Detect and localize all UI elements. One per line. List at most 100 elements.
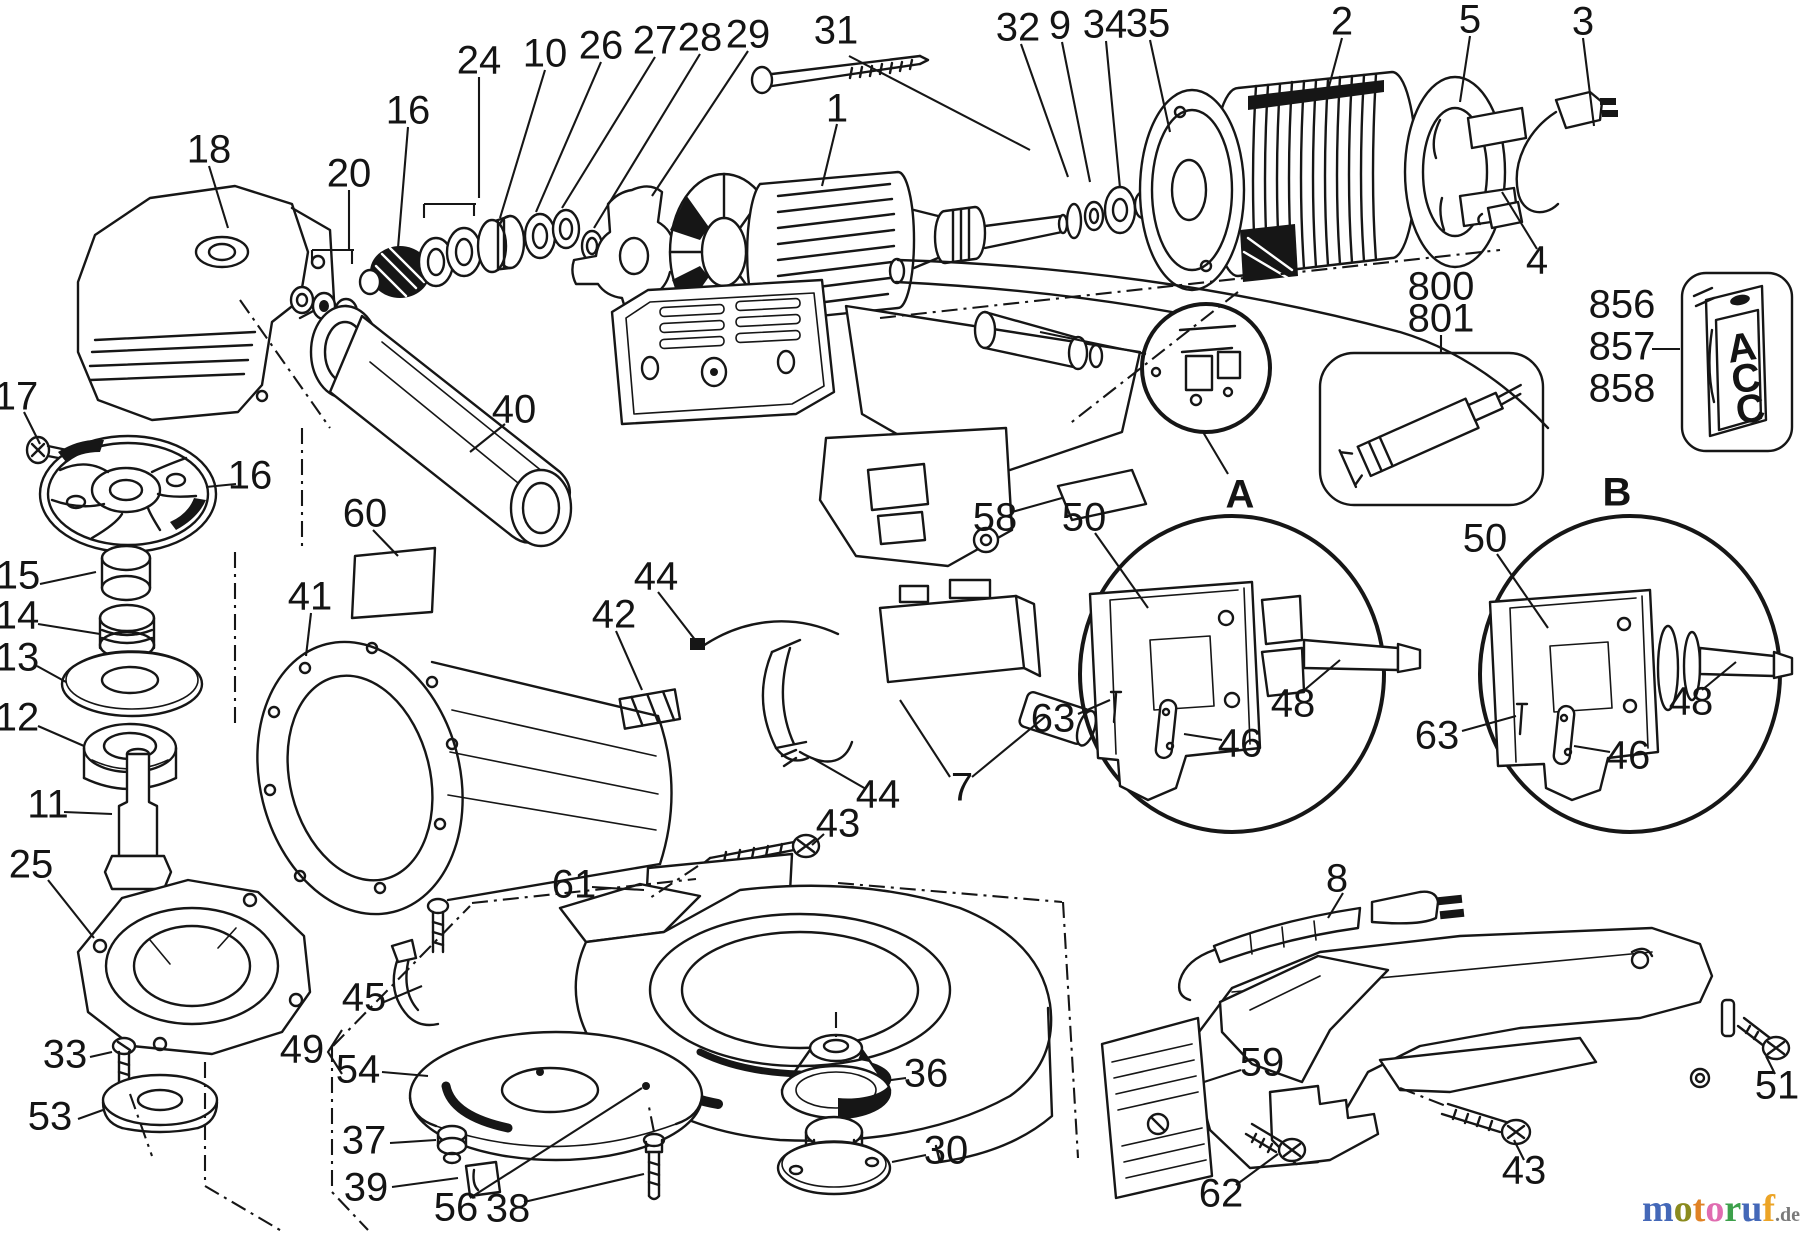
leader-32 (1020, 43, 1069, 178)
leader-38 (523, 1172, 645, 1204)
cord-3-drawing (1515, 90, 1618, 214)
leader-39 (391, 1176, 459, 1189)
leader-15 (39, 570, 97, 586)
part-label-37: 37 (342, 1119, 387, 1163)
part-label-46-b: 46 (1606, 734, 1651, 778)
part-label-43-b: 43 (1502, 1149, 1547, 1193)
brush-4-drawing (1477, 200, 1524, 230)
part-label-56: 56 (434, 1186, 479, 1230)
part-label-62: 62 (1199, 1172, 1244, 1216)
screw-43-bottom-drawing (1440, 1102, 1532, 1146)
part-label-24: 24 (457, 39, 502, 83)
cord-protector-8-drawing (1177, 890, 1465, 1002)
leader-31 (848, 55, 1031, 151)
leader-29 (651, 50, 749, 197)
leader-59 (1203, 1069, 1242, 1083)
part-label-1: 1 (826, 87, 848, 131)
leader-circle-a (1202, 431, 1229, 475)
part-label-20: 20 (327, 152, 372, 196)
circle-b-view (1478, 514, 1794, 834)
leader-27 (561, 56, 656, 209)
motoruf-logo: motoruf.de (1642, 1188, 1800, 1230)
leader-13 (36, 665, 67, 683)
stack-15-14-13-12-drawing (60, 544, 204, 791)
boundary-49-top2 (837, 881, 1063, 904)
leader-42 (615, 630, 643, 691)
part-label-11: 11 (27, 783, 69, 827)
part-label-801: 801 (1408, 297, 1475, 341)
spindle-11-drawing (103, 747, 198, 958)
leader-36 (883, 1076, 907, 1083)
part-label-30: 30 (924, 1129, 969, 1173)
part-label-38: 38 (486, 1187, 531, 1231)
boundary-49-top (471, 877, 697, 905)
leader-62 (1235, 1153, 1279, 1186)
part-label-7: 7 (951, 766, 973, 810)
leader-8 (1327, 892, 1344, 919)
part-label-31: 31 (814, 9, 859, 53)
part-label-51: 51 (1755, 1064, 1800, 1108)
pinion-16-drawing (358, 246, 430, 298)
part-label-857: 857 (1589, 325, 1656, 369)
leader-34 (1104, 40, 1122, 189)
dash-43b-handle (1399, 1087, 1447, 1107)
part-label-8: 8 (1326, 857, 1348, 901)
motor-housing-41-drawing (256, 640, 673, 916)
screw-62-drawing (1244, 1122, 1307, 1163)
part-label-44-u: 44 (634, 555, 679, 599)
part-label-2: 2 (1331, 0, 1353, 44)
part-label-acc: ACC (1724, 324, 1767, 433)
part-label-13: 13 (0, 636, 39, 680)
part-label-43-m: 43 (816, 802, 861, 846)
part-label-9: 9 (1049, 4, 1071, 48)
leader-1 (820, 123, 839, 187)
leader-18 (207, 165, 230, 229)
gear-cover-drawing (76, 184, 336, 422)
nut-37-drawing (436, 1124, 468, 1165)
part-label-B: B (1603, 471, 1632, 515)
grease-kit-box-drawing (1318, 351, 1545, 507)
axis-dash-field (1067, 291, 1239, 426)
part-label-36: 36 (904, 1052, 949, 1096)
dash-43m-housing (649, 865, 699, 899)
part-label-34: 34 (1083, 3, 1128, 47)
dash-38-plate (646, 1101, 656, 1133)
bushing-10-drawing (476, 214, 526, 274)
leader-9 (1060, 41, 1092, 183)
part-label-17: 17 (0, 375, 38, 419)
part-label-29: 29 (726, 13, 771, 57)
part-label-44-l: 44 (856, 773, 901, 817)
part-label-4: 4 (1526, 239, 1548, 283)
leader-30 (891, 1153, 927, 1164)
leader-54 (381, 1070, 429, 1078)
part-label-48-a: 48 (1271, 682, 1316, 726)
part-label-3: 3 (1572, 0, 1594, 44)
leader-43-m (811, 833, 825, 846)
part-label-856: 856 (1589, 283, 1656, 327)
part-label-32: 32 (996, 6, 1041, 50)
switch-assembly-drawing (690, 578, 1098, 768)
leader-60 (372, 529, 399, 557)
leader-48-a (1301, 659, 1341, 693)
leader-3 (1581, 37, 1596, 127)
part-label-48-b: 48 (1669, 680, 1714, 724)
leader-detail-circle (1039, 330, 1147, 356)
leader-56 (469, 1087, 643, 1199)
side-handle-40-drawing (309, 304, 573, 548)
leader-41 (304, 612, 313, 657)
part-label-33: 33 (43, 1033, 88, 1077)
axis-dash-cover-fan (239, 299, 331, 429)
leader-63-b (1461, 714, 1517, 733)
part-label-39: 39 (344, 1166, 389, 1210)
leader-58 (1011, 496, 1063, 514)
leader-46-a (1183, 732, 1223, 742)
spring-washers-24-drawing (417, 226, 483, 288)
leader-4 (1501, 191, 1538, 250)
leader-10 (498, 69, 547, 219)
part-label-25: 25 (9, 843, 54, 887)
part-label-49: 49 (280, 1028, 325, 1072)
leader-lines-layer (23, 35, 1776, 1234)
leader-7b (971, 715, 1047, 778)
leader-46-b (1573, 744, 1611, 754)
leader-16-fan (205, 482, 237, 489)
